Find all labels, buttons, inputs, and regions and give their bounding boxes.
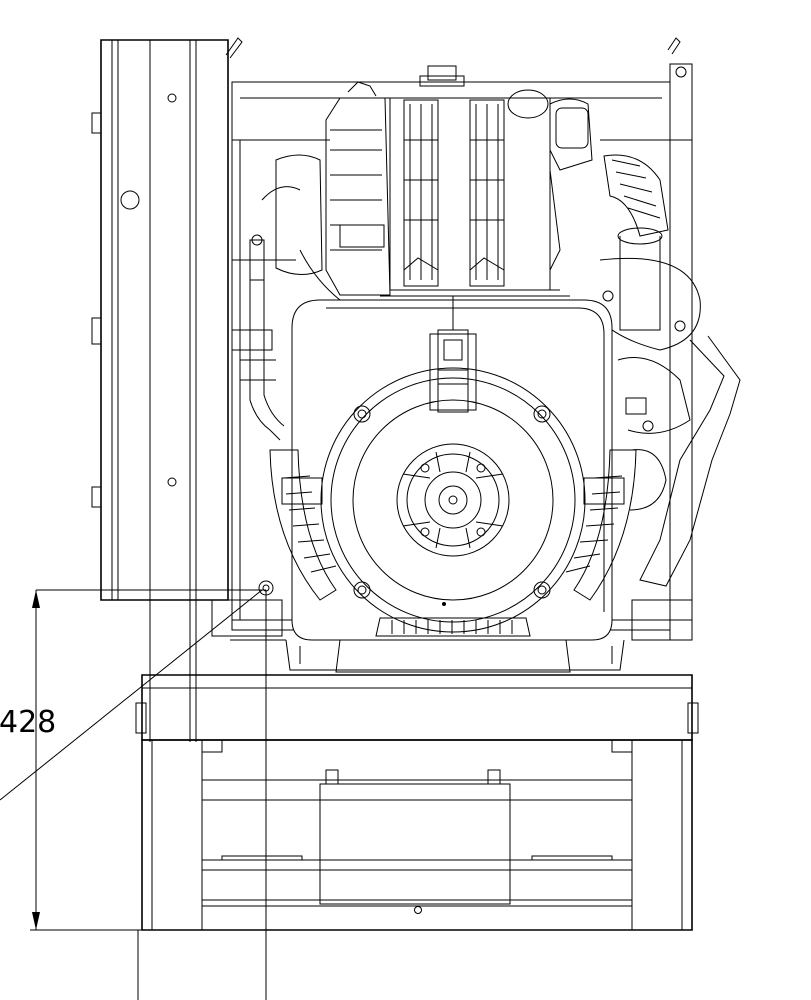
alternator-fins — [270, 450, 636, 636]
height-dimension-label: 428 — [0, 705, 56, 740]
frame-post — [150, 600, 196, 742]
mounting-bolts — [354, 406, 550, 606]
exhaust-turbo — [600, 155, 740, 586]
alternator-feet — [230, 640, 624, 672]
alternator-face — [321, 368, 585, 632]
height-dimension: 428 — [0, 590, 266, 930]
control-panel — [92, 38, 242, 600]
dimension-arrow-top — [32, 590, 40, 608]
alternator-housing — [292, 296, 612, 640]
base-frame — [136, 675, 698, 930]
leader-line — [0, 590, 262, 800]
engine-top-assembly — [326, 66, 592, 296]
extension-lines — [138, 590, 266, 1000]
dimension-arrow-bottom — [32, 912, 40, 930]
